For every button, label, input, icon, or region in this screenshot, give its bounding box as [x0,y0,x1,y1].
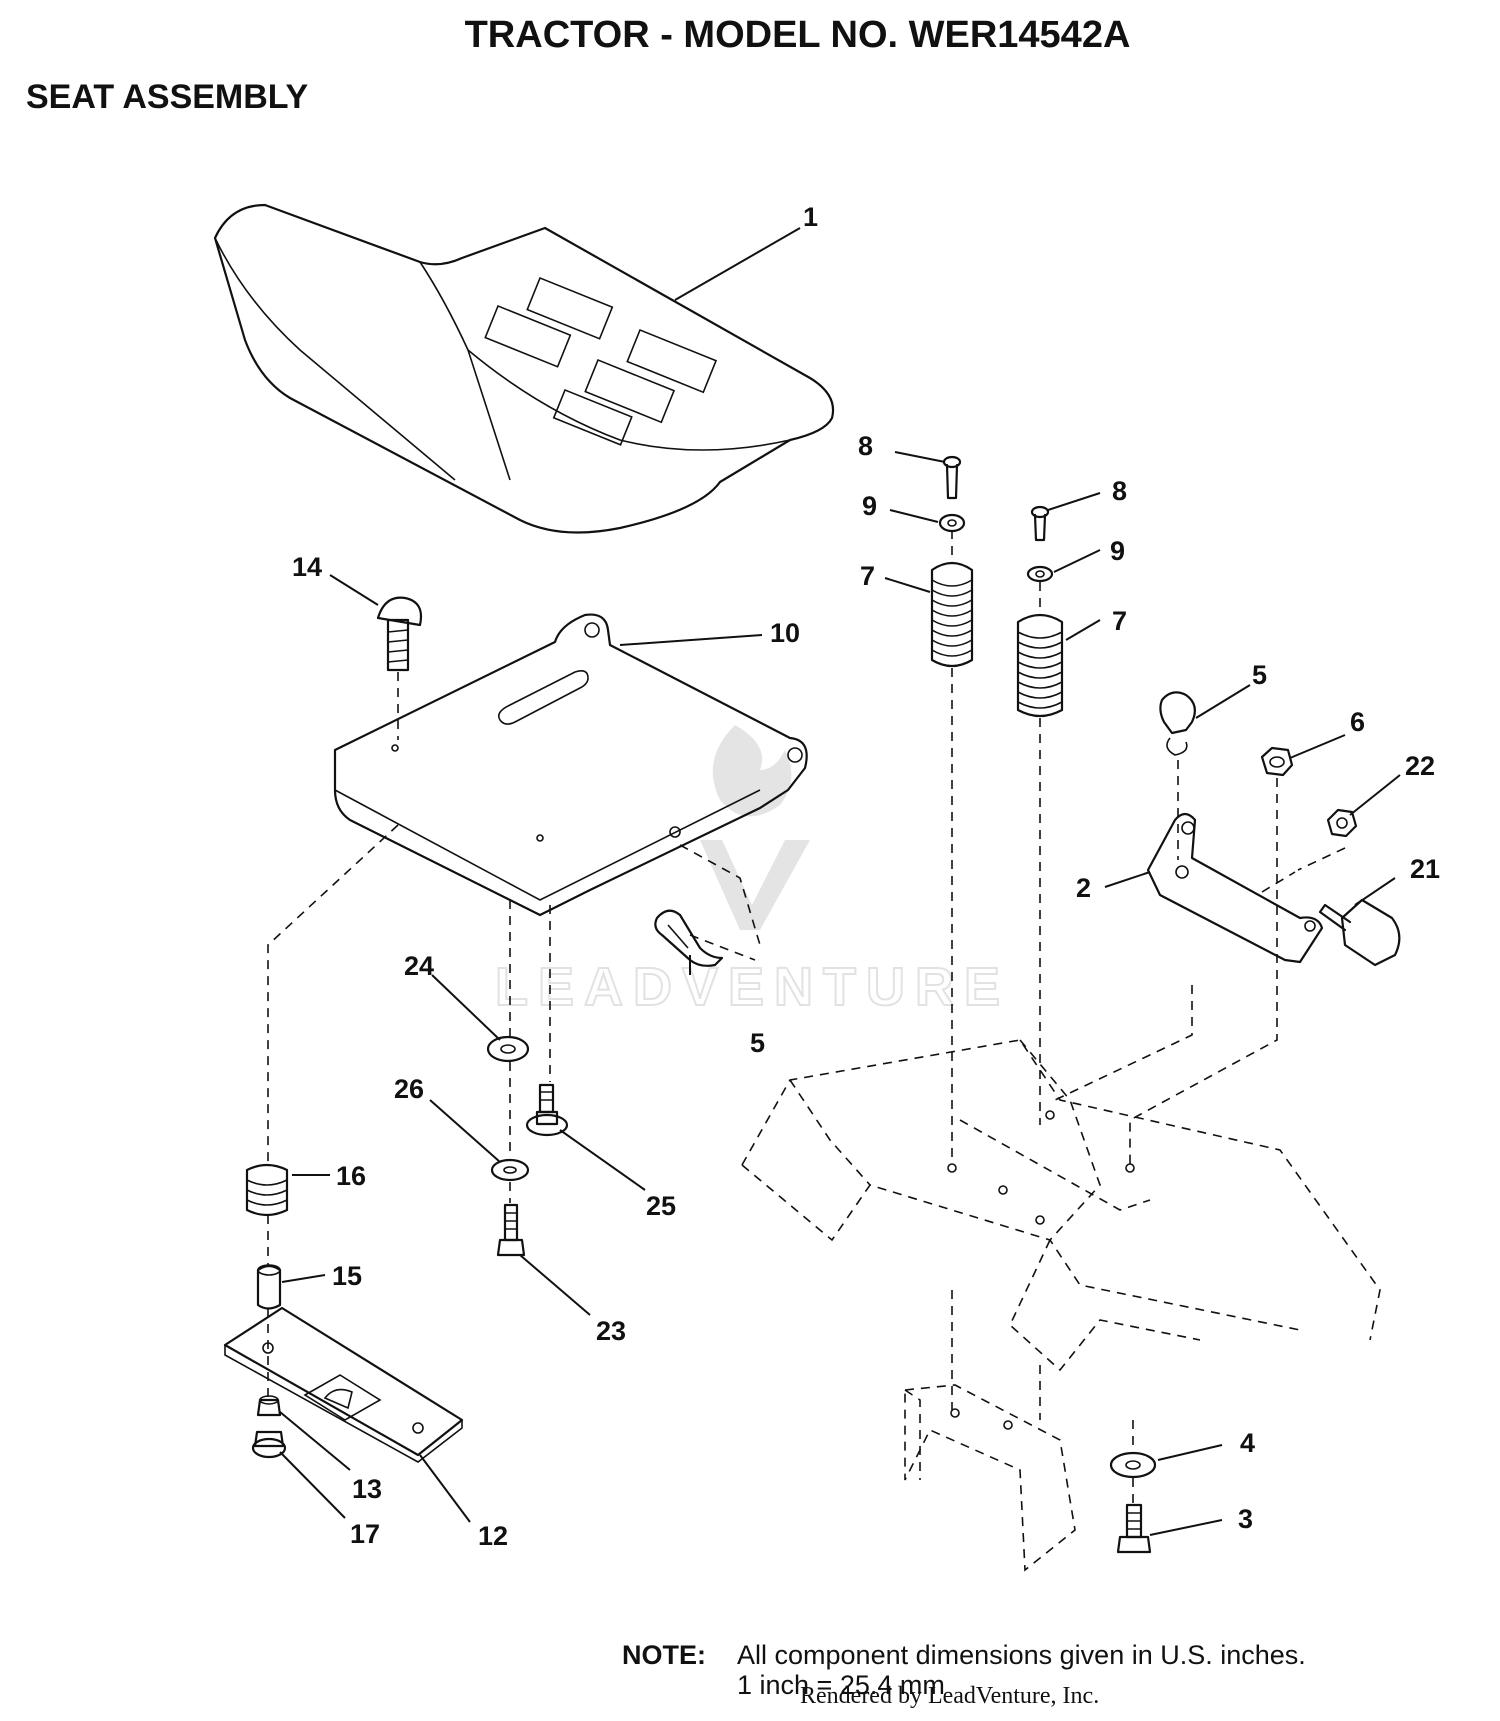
part-4-washer [1109,1451,1157,1479]
tractor-fender-frame-outline [741,1039,1381,1572]
part-8-clevis-pin-left [942,455,962,500]
part-21-shoulder-bolt [1318,898,1401,967]
render-credit: Rendered by LeadVenture, Inc. [800,1683,1100,1709]
watermark-text: LEADVENTURE [495,957,1010,1017]
page-title: TRACTOR - MODEL NO. WER14542A [464,14,1131,56]
part-3-hex-bolt [1116,1503,1152,1554]
callout-25: 25 [646,1191,676,1221]
callout-12: 12 [478,1521,508,1551]
callout-26: 26 [394,1074,424,1104]
part-5-seat-clip-upper [1159,691,1197,756]
note-text-line2: 1 inch = 25.4 mm [737,1670,945,1700]
part-13-nut [256,1395,282,1417]
callout-10: 10 [770,618,800,648]
callout-4: 4 [1240,1428,1255,1458]
part-14-carriage-bolt [376,596,423,672]
part-22-hex-nut [1326,808,1358,838]
part-7-spring-right [1016,613,1064,718]
note-label: NOTE: [622,1640,706,1670]
callout-8-right: 8 [1112,476,1127,506]
callout-17: 17 [350,1519,380,1549]
callout-22: 22 [1405,751,1435,781]
callout-5-upper: 5 [1252,660,1267,690]
part-8-clevis-pin-right [1030,505,1050,542]
part-2-seat-bracket [1146,812,1324,964]
part-5-seat-clip-lower [654,909,724,967]
callout-15: 15 [332,1261,362,1291]
callout-13: 13 [352,1474,382,1504]
callout-8-left: 8 [858,431,873,461]
assembly-dashed-lines [267,530,1346,1503]
callout-numbers: 1 2 3 4 5 5 6 7 7 8 8 9 9 10 12 13 14 15… [292,202,1440,1551]
part-1-seat [213,203,835,534]
callout-1: 1 [803,202,818,232]
callout-24: 24 [404,951,434,981]
part-9-washer-right [1026,565,1054,583]
part-25-flange-bolt [525,1083,569,1137]
callout-7-right: 7 [1112,606,1127,636]
part-26-washer [490,1158,530,1182]
callout-16: 16 [336,1161,366,1191]
note-text-line1: All component dimensions given in U.S. i… [737,1640,1306,1670]
callout-5-lower: 5 [750,1028,765,1058]
part-23-hex-bolt [496,1203,526,1257]
leadventure-watermark-logo: LEADVENTURE [494,725,1010,1018]
section-title: SEAT ASSEMBLY [26,78,309,116]
callout-9-left: 9 [862,491,877,521]
part-9-washer-left [938,513,966,533]
callout-9-right: 9 [1110,536,1125,566]
part-12-seat-adjust-plate [223,1306,464,1463]
callout-14: 14 [292,552,322,582]
part-10-seat-pan [333,613,808,917]
callout-2: 2 [1076,873,1091,903]
part-24-washer [486,1035,530,1063]
part-15-spacer [256,1264,282,1310]
part-16-spring [245,1163,289,1217]
part-7-spring-left [930,561,974,668]
part-17-flange-nut [251,1430,287,1459]
callout-7-left: 7 [860,561,875,591]
callout-23: 23 [596,1316,626,1346]
callout-3: 3 [1238,1504,1253,1534]
callout-21: 21 [1410,854,1440,884]
callout-leader-lines [279,227,1401,1536]
part-6-lock-nut [1260,746,1294,777]
callout-6: 6 [1350,707,1365,737]
